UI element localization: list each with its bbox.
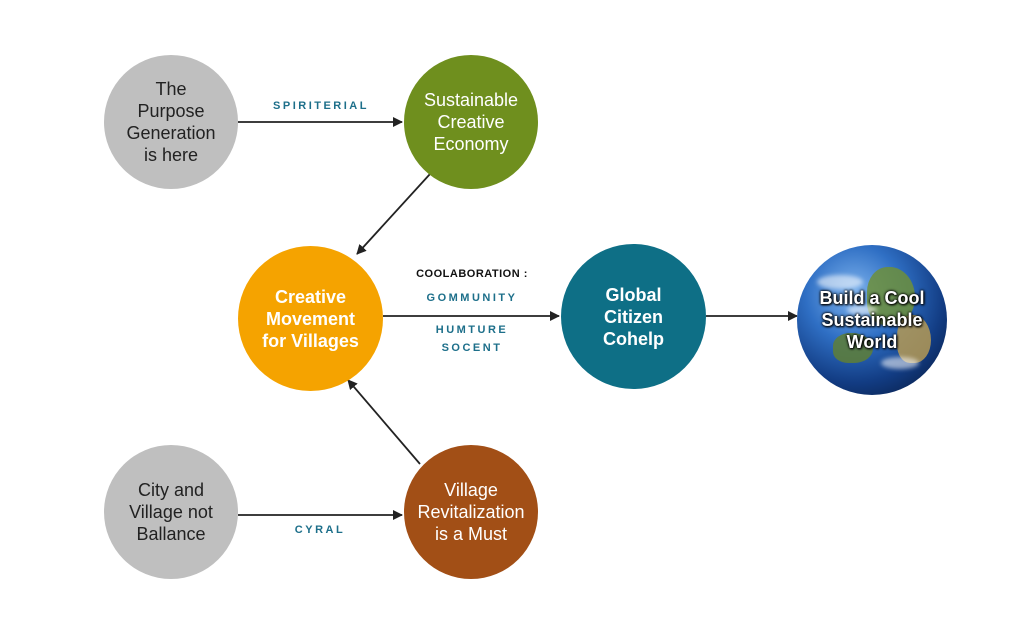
node-global-citizen: Global Citizen Cohelp [561, 244, 706, 389]
node-sustainable-creative-economy: Sustainable Creative Economy [404, 55, 538, 189]
node-global-citizen-label: Global Citizen Cohelp [603, 284, 664, 349]
node-sustainable-world-label: Build a Cool Sustainable World [819, 288, 925, 352]
edge-label-humture: HUMTURE [435, 324, 509, 336]
globe-land-shape [897, 315, 931, 363]
arrow-economy-to-movement [356, 173, 431, 255]
node-purpose-generation: The Purpose Generation is here [104, 55, 238, 189]
node-city-village: City and Village not Ballance [104, 445, 238, 579]
edge-heading-coolaboration: COOLABORATION : [416, 268, 528, 280]
node-city-village-label: City and Village not Ballance [129, 480, 213, 544]
node-village-revitalization: Village Revitalization is a Must [404, 445, 538, 579]
globe-land-shape [833, 333, 873, 363]
node-sustainable-creative-economy-label: Sustainable Creative Economy [423, 90, 519, 154]
globe-cloud-shape [817, 275, 863, 289]
node-purpose-generation-label: The Purpose Generation is here [126, 79, 216, 165]
globe-cloud-shape [847, 305, 877, 315]
globe-icon: Build a Cool Sustainable World [797, 245, 947, 395]
node-creative-movement-label: Creative Movement for Villages [262, 286, 359, 351]
node-creative-movement: Creative Movement for Villages [238, 246, 383, 391]
arrow-village-to-movement [347, 379, 421, 465]
node-village-revitalization-label: Village Revitalization is a Must [417, 480, 525, 544]
globe-cloud-shape [881, 357, 919, 369]
edge-label-spiriterial: SPIRITERIAL [273, 100, 369, 112]
edge-label-socent: SOCENT [441, 342, 503, 354]
edge-label-gommunity: GOMMUNITY [426, 292, 518, 304]
edge-label-cyral: CYRAL [294, 524, 346, 536]
